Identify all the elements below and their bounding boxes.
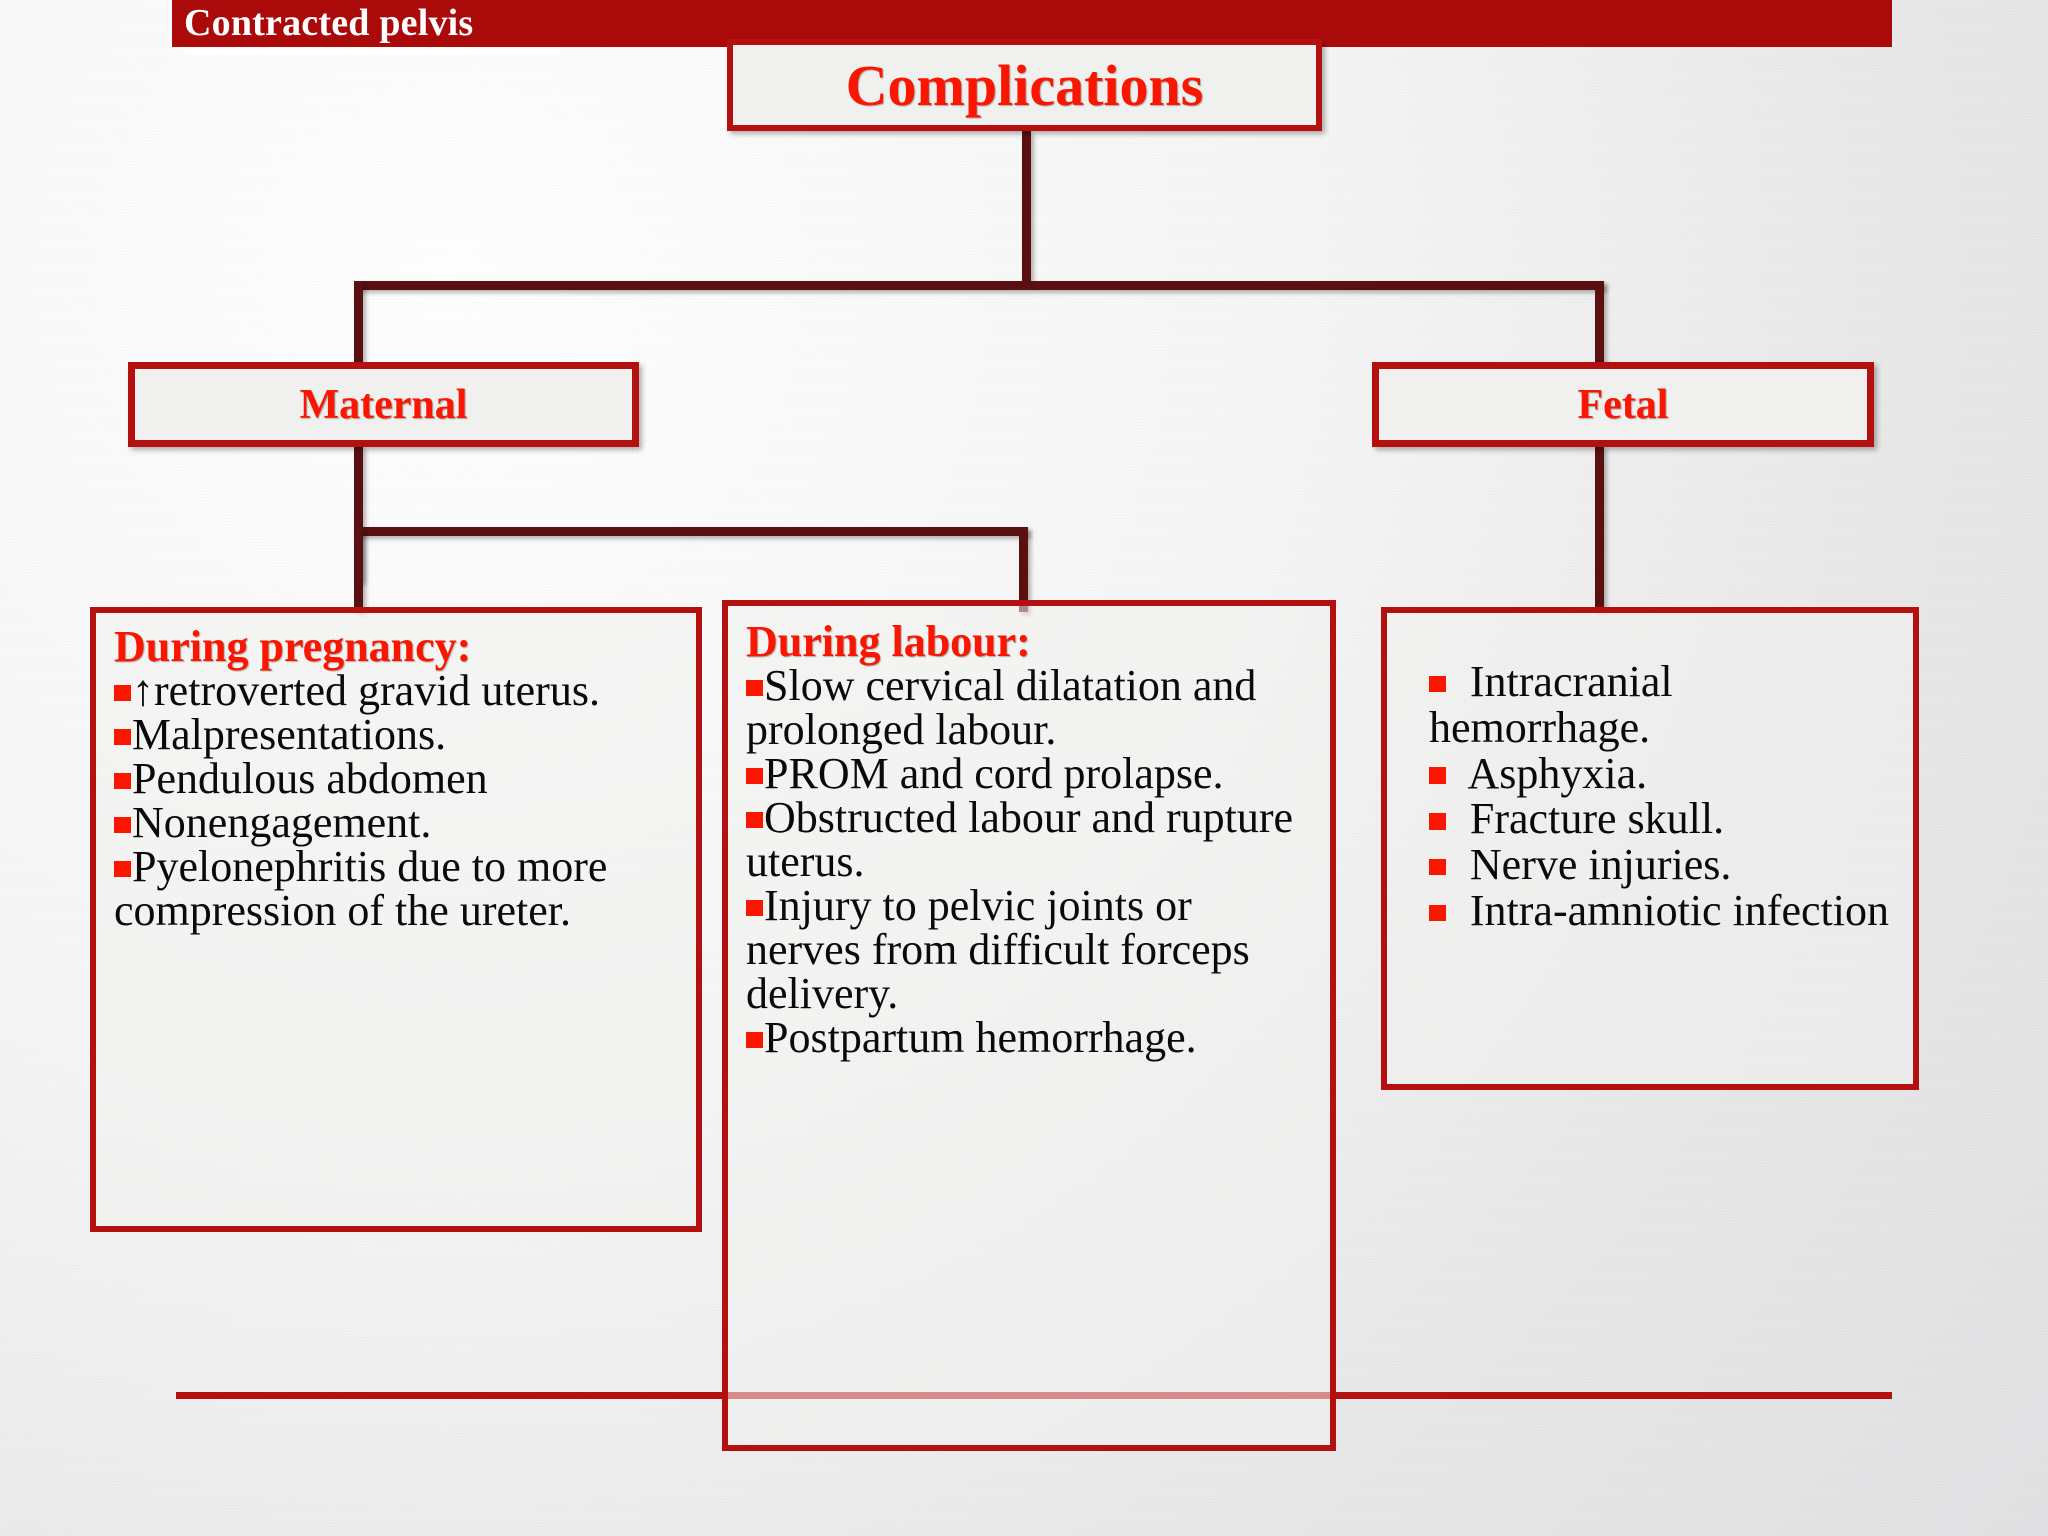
during-labour-heading: During labour: <box>746 617 1031 666</box>
list-item-text: Slow cervical dilatation and prolonged l… <box>746 661 1257 754</box>
list-item-text: PROM and cord prolapse. <box>764 749 1224 798</box>
bullet-square-icon <box>114 772 131 790</box>
list-item: Malpresentations. <box>114 713 682 757</box>
connector-root-drop <box>1022 131 1031 283</box>
list-item: Asphyxia. <box>1429 748 1899 798</box>
bullet-square-icon <box>1429 858 1446 876</box>
list-item-text: Intracranial hemorrhage. <box>1429 657 1673 752</box>
connector-to-fetal <box>1595 281 1604 366</box>
list-item-text: Pendulous abdomen <box>132 754 488 803</box>
list-item-text: ↑retroverted gravid uterus. <box>132 666 600 715</box>
bullet-square-icon <box>114 816 131 834</box>
list-item-text: Intra-amniotic infection <box>1458 885 1889 935</box>
bullet-square-icon <box>114 860 131 878</box>
bullet-square-icon <box>746 811 763 829</box>
list-item: Injury to pelvic joints or nerves from d… <box>746 884 1316 1016</box>
node-fetal[interactable]: Fetal <box>1372 362 1874 447</box>
bullet-square-icon <box>746 1031 763 1049</box>
node-complications-label: Complications <box>845 52 1204 118</box>
list-item-text: Malpresentations. <box>132 710 447 759</box>
list-item: Intracranial hemorrhage. <box>1429 659 1899 751</box>
connector-to-labour-box <box>1019 527 1028 612</box>
bullet-square-icon <box>114 684 131 702</box>
content-box-fetal[interactable]: Intracranial hemorrhage. Asphyxia. Fract… <box>1381 607 1919 1090</box>
list-item: Pyelonephritis due to more compression o… <box>114 845 682 933</box>
list-item: Nonengagement. <box>114 801 682 845</box>
list-item-text: Postpartum hemorrhage. <box>764 1013 1197 1062</box>
node-maternal[interactable]: Maternal <box>128 362 639 447</box>
page-title: Contracted pelvis <box>184 2 474 44</box>
node-complications[interactable]: Complications <box>727 39 1322 131</box>
list-item-text: Injury to pelvic joints or nerves from d… <box>746 881 1250 1018</box>
connector-maternal-drop <box>354 445 363 582</box>
node-fetal-label: Fetal <box>1577 381 1669 428</box>
bullet-square-icon <box>746 679 763 697</box>
list-item-text: Nerve injuries. <box>1458 840 1732 889</box>
during-labour-content: During labour: Slow cervical dilatation … <box>728 606 1330 1060</box>
bullet-square-icon <box>746 767 763 785</box>
list-item: Slow cervical dilatation and prolonged l… <box>746 664 1316 752</box>
fetal-content: Intracranial hemorrhage. Asphyxia. Fract… <box>1387 613 1913 934</box>
list-item: Postpartum hemorrhage. <box>746 1016 1316 1060</box>
bullet-square-icon <box>114 728 131 746</box>
bullet-square-icon <box>1429 813 1446 830</box>
list-item-text: Obstructed labour and rupture uterus. <box>746 793 1294 886</box>
bullet-square-icon <box>1429 767 1446 784</box>
list-item: Intra-amniotic infection <box>1429 885 1899 935</box>
node-maternal-label: Maternal <box>299 381 468 428</box>
list-item: Pendulous abdomen <box>114 757 682 801</box>
list-item-text: Asphyxia. <box>1458 748 1648 798</box>
content-box-during-labour[interactable]: During labour: Slow cervical dilatation … <box>722 600 1336 1451</box>
during-pregnancy-heading: During pregnancy: <box>114 622 472 671</box>
list-item-text: Fracture skull. <box>1458 794 1725 844</box>
list-item: Fracture skull. <box>1429 796 1899 842</box>
list-item: PROM and cord prolapse. <box>746 752 1316 796</box>
list-item: ↑retroverted gravid uterus. <box>114 669 682 713</box>
connector-level1-horizontal <box>354 281 1604 290</box>
connector-to-pregnancy-box <box>354 527 363 612</box>
bullet-square-icon <box>746 899 763 917</box>
bullet-square-icon <box>1429 675 1446 693</box>
list-item: Obstructed labour and rupture uterus. <box>746 796 1316 884</box>
page-title-underline <box>184 50 560 54</box>
connector-to-maternal <box>354 281 363 366</box>
connector-fetal-drop <box>1595 445 1604 610</box>
content-box-during-pregnancy[interactable]: During pregnancy: ↑retroverted gravid ut… <box>90 607 702 1232</box>
list-item-text: Pyelonephritis due to more compression o… <box>114 842 608 935</box>
list-item: Nerve injuries. <box>1429 842 1899 888</box>
connector-level2-horizontal <box>354 527 1028 536</box>
bullet-square-icon <box>1429 904 1446 922</box>
list-item-text: Nonengagement. <box>132 798 432 847</box>
during-pregnancy-content: During pregnancy: ↑retroverted gravid ut… <box>96 613 696 933</box>
